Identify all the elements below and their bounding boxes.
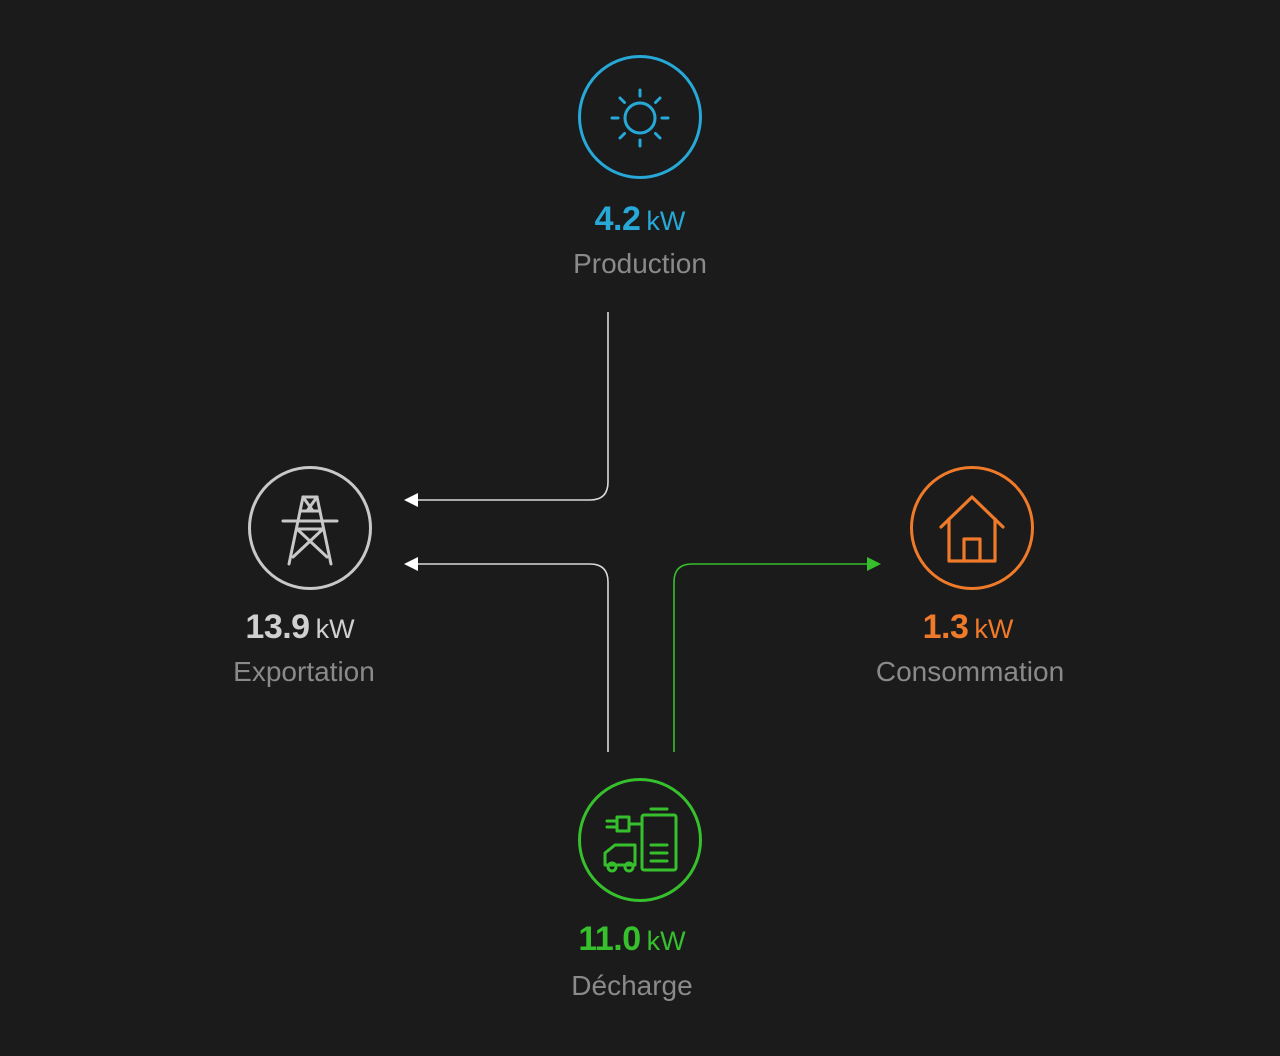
battery-label: Décharge (571, 970, 693, 1001)
flow-battery-to-grid (418, 563, 609, 752)
grid-icon-ring[interactable] (248, 466, 372, 590)
home-value-number: 1.3 (922, 608, 969, 646)
flow-production-to-grid (418, 312, 609, 501)
house-icon (939, 495, 1005, 563)
home-icon-ring[interactable] (910, 466, 1034, 590)
sun-icon (610, 88, 670, 148)
production-icon-ring[interactable] (578, 55, 702, 179)
flow-battery-to-home-arrowhead (867, 557, 881, 571)
battery-value-number: 11.0 (578, 920, 641, 958)
flow-production-to-grid-arrowhead (404, 493, 418, 507)
grid-value-unit: kW (315, 614, 355, 644)
production-label: Production (573, 248, 707, 279)
production-value-unit: kW (646, 206, 686, 236)
battery-value-unit: kW (646, 926, 686, 956)
power-pylon-icon (281, 495, 339, 566)
flow-battery-to-grid-arrowhead (404, 557, 418, 571)
grid-label: Exportation (233, 656, 375, 687)
flow-battery-to-home (673, 563, 868, 752)
battery-icon-ring[interactable] (578, 778, 702, 902)
home-value-unit: kW (974, 614, 1014, 644)
ev-battery-icon (603, 807, 678, 873)
production-value-number: 4.2 (594, 200, 641, 238)
grid-value-number: 13.9 (245, 608, 310, 646)
home-label: Consommation (875, 656, 1065, 687)
